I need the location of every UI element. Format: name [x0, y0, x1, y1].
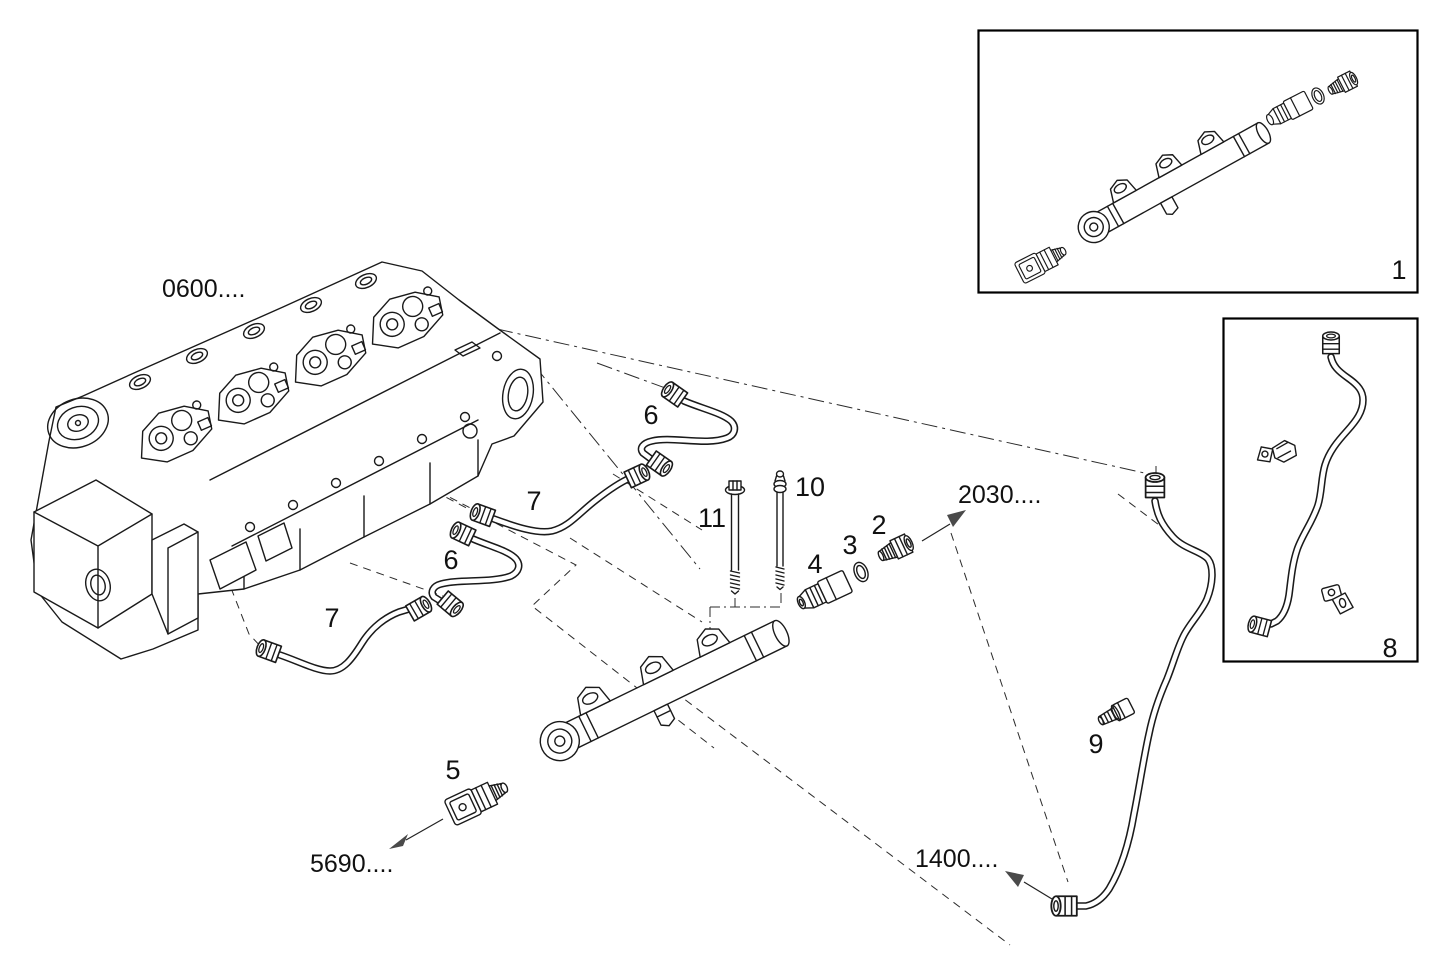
callout-7-upper: 7 — [526, 486, 541, 516]
lower-blocks — [33, 479, 293, 635]
pipe-nut — [1321, 331, 1341, 355]
frame-8-border — [1222, 317, 1419, 663]
pipe-nut — [1245, 614, 1273, 638]
arrow-head-icon — [947, 510, 966, 527]
pressure-sensor-5 — [444, 781, 509, 826]
frame-1 — [977, 29, 1419, 294]
inset-seal-ring — [1311, 87, 1325, 105]
inset-valve — [1265, 90, 1314, 126]
pipe-nut — [1144, 472, 1166, 499]
inset-sensor — [1014, 246, 1067, 284]
arrow-head-icon — [389, 834, 408, 849]
pipe-nut — [253, 637, 283, 664]
pipe-nut — [467, 501, 497, 528]
pipe-nut — [404, 593, 435, 622]
rail-assembly-inset — [1014, 70, 1359, 284]
fuel-supply-pipe — [1050, 472, 1216, 917]
frame-1-border — [977, 29, 1419, 294]
callout-2: 2 — [871, 510, 886, 540]
arrow-2030 — [921, 510, 966, 542]
injection-pipe-6-lower — [428, 519, 523, 620]
ref-cylinder-head: 0600.... — [162, 275, 245, 303]
callout-7-lower: 7 — [324, 603, 339, 633]
left-boss — [47, 397, 109, 449]
callout-10: 10 — [795, 472, 825, 502]
ref-injectors: 2030.... — [958, 481, 1041, 509]
injection-pipe-7-upper — [467, 461, 653, 536]
callout-11: 11 — [698, 503, 726, 533]
callout-9: 9 — [1088, 729, 1103, 759]
arrow-5690 — [389, 818, 444, 849]
pressure-valve-4 — [796, 570, 853, 610]
callout-8: 8 — [1382, 633, 1397, 663]
callout-6-lower: 6 — [443, 545, 458, 575]
fuel-rail-drawing — [539, 619, 790, 762]
union-fitting-2 — [877, 533, 914, 562]
injector-towers — [140, 286, 444, 463]
stud-10 — [773, 470, 787, 591]
labels: 0600.... 2030.... 5690.... 1400.... 1 2 … — [162, 255, 1407, 878]
callout-6-upper: 6 — [643, 400, 658, 430]
injection-pipe-7-lower — [253, 593, 435, 675]
ref-fuel-line: 1400.... — [915, 845, 998, 873]
pipe-clamp — [1320, 584, 1354, 615]
seal-ring-3 — [853, 561, 869, 583]
callout-5: 5 — [445, 755, 460, 785]
cylinder-head-drawing — [30, 261, 544, 660]
callout-3: 3 — [842, 530, 857, 560]
pipe-clip — [1256, 439, 1298, 463]
pipe-nut — [436, 590, 467, 620]
callout-1: 1 — [1391, 255, 1406, 285]
injection-pipe-6-upper — [637, 379, 739, 479]
ref-pressure-sensor: 5690.... — [310, 850, 393, 878]
front-bolt-holes — [244, 411, 471, 533]
pipe-inset — [1245, 331, 1367, 638]
inset-fitting — [1327, 70, 1359, 95]
frame-8 — [1222, 317, 1419, 663]
bolt-11 — [724, 480, 746, 595]
arrow-1400 — [1005, 871, 1053, 900]
ridge-sockets — [128, 272, 378, 391]
right-boss — [454, 341, 535, 439]
screw-9 — [1097, 697, 1136, 726]
inset-rail — [1077, 121, 1272, 244]
callout-4: 4 — [807, 549, 822, 579]
arrow-head-icon — [1005, 871, 1024, 887]
pipe-nut — [1050, 895, 1078, 917]
